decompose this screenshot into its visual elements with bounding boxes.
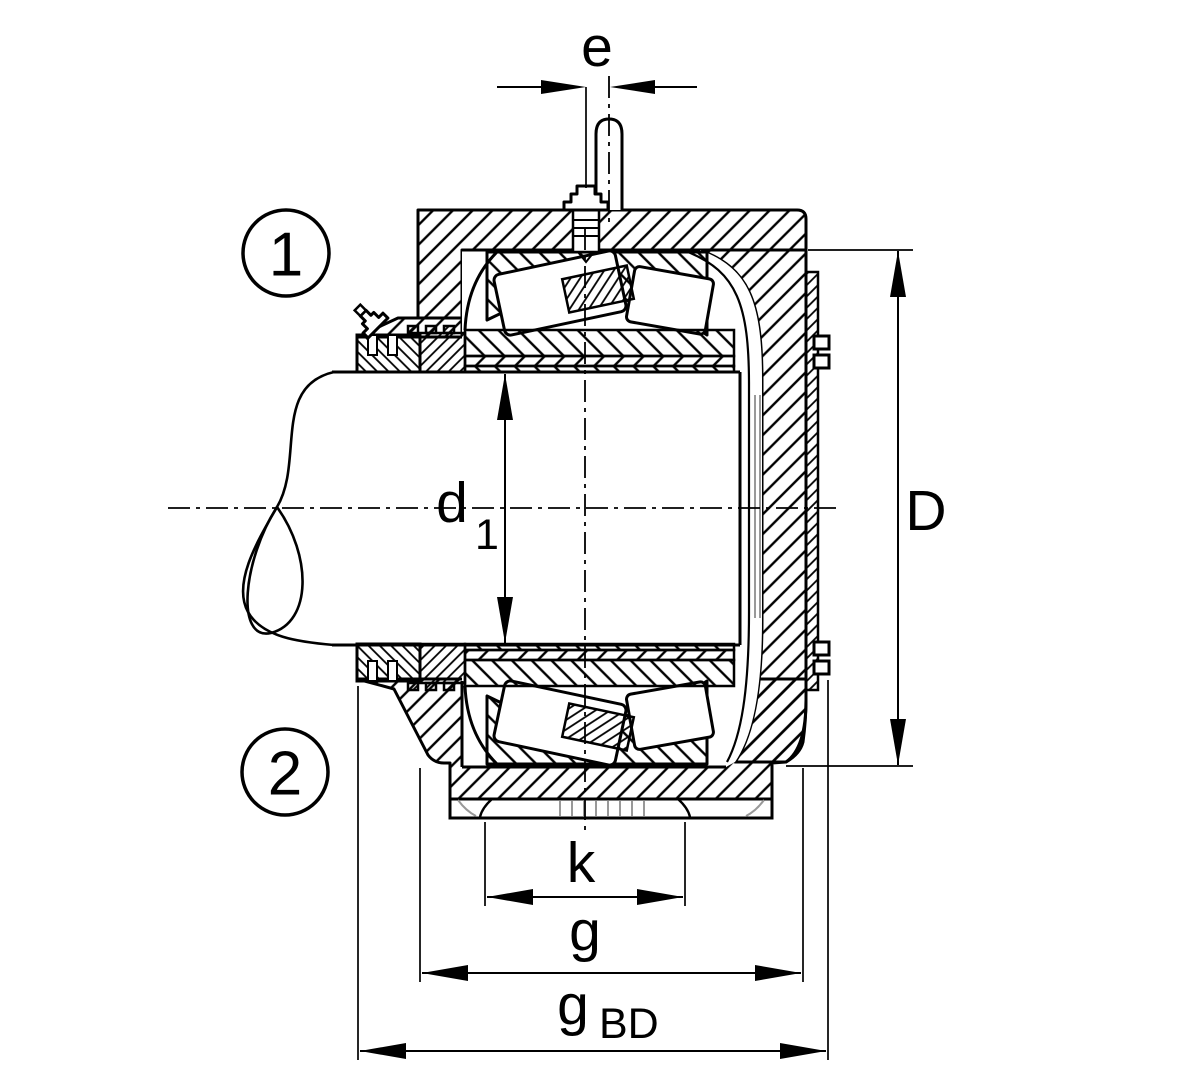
bearing-inner-ring-sleeve-top: [463, 328, 736, 374]
dimension-D: D: [786, 249, 947, 767]
dimension-label-k: k: [567, 831, 596, 895]
dimension-k: k: [484, 822, 686, 906]
dimension-label-d1: d: [436, 471, 468, 535]
callout-1-label: 1: [269, 221, 303, 290]
dimension-e: e: [497, 15, 697, 188]
grease-nipple-top: [562, 184, 610, 264]
labyrinth-seal-bottom: [355, 642, 422, 683]
dimension-label-e: e: [581, 15, 613, 79]
locknut-top: [406, 324, 467, 374]
retaining-clips: [812, 334, 831, 676]
bearing-rollers-bottom: [492, 679, 715, 767]
bearing-rollers-top: [492, 249, 715, 337]
callout-2: 2: [240, 727, 330, 817]
labyrinth-seal-top: [355, 333, 422, 374]
hidden-detail-lines: [754, 395, 761, 618]
shaft-break-loop: [246, 506, 304, 635]
shaft-break-line: [241, 370, 335, 647]
dimension-gbd: g BD: [357, 680, 829, 1060]
dimension-g: g: [419, 768, 804, 982]
end-cover-section: [804, 270, 820, 692]
housing-foot: [448, 797, 774, 820]
dimension-label-D: D: [905, 479, 946, 543]
bearing-inner-ring-sleeve-bottom: [463, 642, 736, 688]
dimension-label-gbd-sub: BD: [599, 1000, 659, 1048]
bearing-chamber: [462, 250, 762, 767]
centerlines: [168, 76, 838, 832]
grease-nipple-angled: [352, 302, 390, 340]
dimension-label-gbd: g: [557, 973, 589, 1037]
callout-1: 1: [241, 208, 331, 298]
dimension-label-g: g: [569, 899, 601, 963]
dimension-d1: d 1: [436, 374, 513, 643]
callout-2-label: 2: [268, 740, 302, 809]
dimension-label-d1-sub: 1: [475, 511, 499, 559]
